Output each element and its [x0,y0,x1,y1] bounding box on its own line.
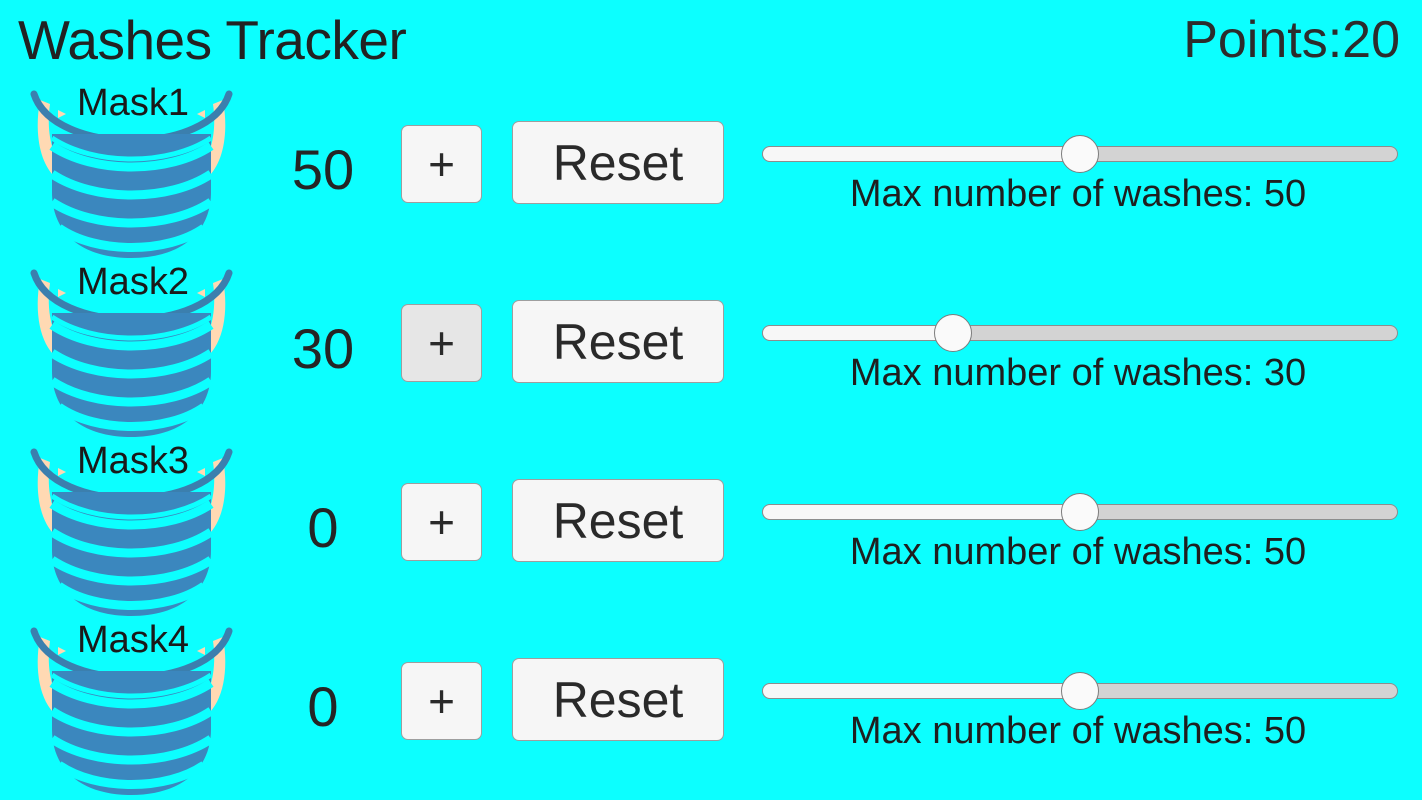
increment-button[interactable]: + [401,483,482,561]
mask-rows-list: Mask1 50 + Reset Max number of washes: 5… [0,80,1422,796]
max-washes-slider[interactable] [762,493,1398,531]
slider-cell: Max number of washes: 50 [760,80,1400,259]
mask-row: Mask2 30 + Reset Max number of washes: 3… [0,259,1422,438]
points-counter: Points:20 [1183,11,1400,69]
slider-thumb[interactable] [934,314,972,352]
slider-caption: Max number of washes: 50 [849,531,1307,573]
slider-thumb[interactable] [1061,135,1099,173]
slider-track-fill [762,146,1080,162]
reset-button[interactable]: Reset [512,479,724,562]
mask-cell: Mask2 [8,259,258,438]
face-mask-icon [30,448,233,616]
slider-cell: Max number of washes: 50 [760,617,1400,796]
mask-cell: Mask1 [8,80,258,259]
max-washes-slider[interactable] [762,135,1398,173]
reset-button[interactable]: Reset [512,300,724,383]
reset-button[interactable]: Reset [512,658,724,741]
wash-count: 30 [291,317,355,380]
slider-thumb[interactable] [1061,493,1099,531]
increment-button[interactable]: + [401,125,482,203]
mask-row: Mask1 50 + Reset Max number of washes: 5… [0,80,1422,259]
slider-caption: Max number of washes: 30 [849,352,1307,394]
max-washes-slider[interactable] [762,314,1398,352]
slider-track-fill [762,683,1080,699]
face-mask-icon [30,269,233,437]
face-mask-icon [30,90,233,258]
face-mask-icon [30,627,233,795]
increment-button[interactable]: + [401,662,482,740]
slider-caption: Max number of washes: 50 [849,710,1307,752]
mask-row: Mask3 0 + Reset Max number of washes: 50 [0,438,1422,617]
wash-count: 50 [291,138,355,201]
wash-count: 0 [307,496,339,559]
mask-cell: Mask3 [8,438,258,617]
mask-row: Mask4 0 + Reset Max number of washes: 50 [0,617,1422,796]
max-washes-slider[interactable] [762,672,1398,710]
slider-track-fill [762,325,953,341]
slider-track-fill [762,504,1080,520]
slider-caption: Max number of washes: 50 [849,173,1307,215]
mask-cell: Mask4 [8,617,258,796]
slider-cell: Max number of washes: 50 [760,438,1400,617]
increment-button[interactable]: + [401,304,482,382]
wash-count: 0 [307,675,339,738]
reset-button[interactable]: Reset [512,121,724,204]
slider-thumb[interactable] [1061,672,1099,710]
slider-cell: Max number of washes: 30 [760,259,1400,438]
page-title: Washes Tracker [18,8,407,71]
app-header: Washes Tracker Points:20 [0,0,1422,80]
